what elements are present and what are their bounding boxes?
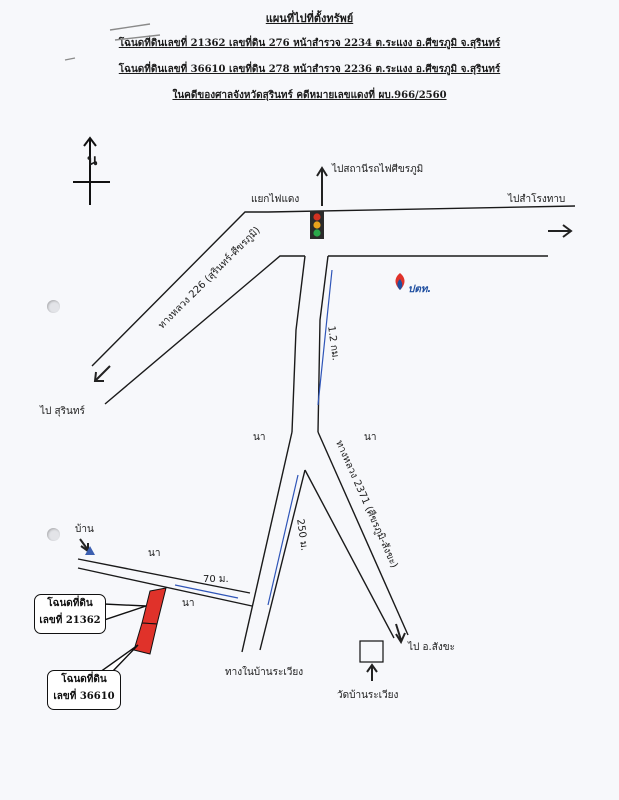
callout-plot-36610: โฉนดที่ดิน เลขที่ 36610 <box>47 670 121 710</box>
callout-plot-21362: โฉนดที่ดิน เลขที่ 21362 <box>34 594 106 634</box>
distance-lines <box>174 269 333 606</box>
header-line-court-case: ในคดีของศาลจังหวัดสุรินทร์ คดีหมายเลขแดง… <box>172 90 447 101</box>
callout-plot-36610-line1: โฉนดที่ดิน <box>61 674 107 685</box>
highway-2371 <box>304 431 409 639</box>
ptt-logo-text: ปตท. <box>408 284 432 295</box>
label-field-plot: นา <box>182 598 195 609</box>
label-temple: วัดบ้านระเวียง <box>337 690 399 701</box>
header-line-plot-21362: โฉนดที่ดินเลขที่ 21362 เลขที่ดิน 276 หน้… <box>118 38 501 49</box>
punch-hole-bottom <box>47 528 60 541</box>
label-traffic-light: แยกไฟแดง <box>251 194 300 205</box>
label-house: บ้าน <box>75 524 94 535</box>
label-village-road: ทางในบ้านระเวียง <box>225 667 304 678</box>
callout-plot-21362-line2: เลขที่ 21362 <box>39 615 101 626</box>
scan-marks <box>64 23 161 61</box>
ptt-logo-icon <box>395 273 405 290</box>
label-field-left: นา <box>253 432 266 443</box>
punch-hole-top <box>47 300 60 313</box>
callout-pointers <box>97 603 147 673</box>
highway-226 <box>91 211 305 405</box>
temple-icon <box>359 640 384 663</box>
label-field-right: นา <box>364 432 377 443</box>
label-to-samrong: ไปสำโรงทาบ <box>508 194 566 205</box>
side-road <box>77 558 253 607</box>
house-marker-icon <box>85 546 95 555</box>
label-to-station: ไปสถานีรถไฟศีขรภูมิ <box>332 164 424 175</box>
label-to-sangkha: ไป อ.สังขะ <box>408 642 455 653</box>
direction-arrows <box>79 166 573 681</box>
traffic-light-icon <box>310 211 324 239</box>
land-plot-36610 <box>133 622 158 655</box>
north-arrow-icon <box>73 136 110 205</box>
label-distance-70m: 70 ม. <box>203 574 229 585</box>
junction-road <box>291 255 329 433</box>
header-line-plot-36610: โฉนดที่ดินเลขที่ 36610 เลขที่ดิน 278 หน้… <box>118 64 501 75</box>
village-road <box>241 431 306 653</box>
callout-plot-21362-line1: โฉนดที่ดิน <box>47 598 93 609</box>
north-label: น <box>87 151 98 169</box>
label-field-house: นา <box>148 548 161 559</box>
label-to-surin: ไป สุรินทร์ <box>40 406 85 417</box>
callout-plot-36610-line2: เลขที่ 36610 <box>53 691 115 702</box>
map-title: แผนที่ไปที่ตั้งทรัพย์ <box>265 12 354 25</box>
